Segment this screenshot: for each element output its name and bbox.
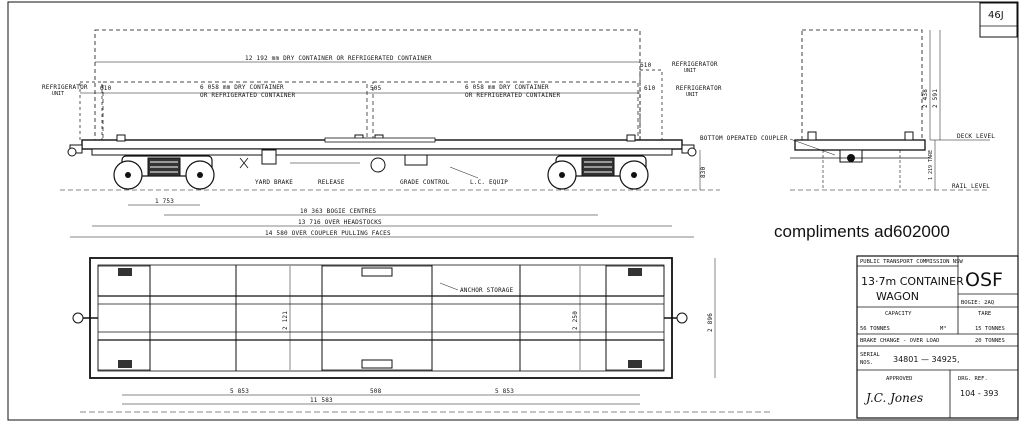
overall-container-label: 12 192 mm DRY CONTAINER OR REFRIGERATED … (245, 55, 432, 62)
dim-2896: 2 896 (707, 313, 714, 332)
title-block: PUBLIC TRANSPORT COMMISSION NSW 13·7m CO… (856, 255, 1019, 419)
bogie-right (547, 155, 649, 190)
dwg-ref-label: DRG. REF. (958, 376, 988, 382)
credit-text: compliments ad602000 (774, 222, 950, 241)
over-coupler-dim: 14 580 OVER COUPLER PULLING FACES (265, 230, 391, 237)
bogie-centres-dim: 10 363 BOGIE CENTRES (300, 208, 376, 215)
serial-value: 34801 — 34925, (893, 355, 960, 364)
serial-label-2: NOS. (860, 360, 873, 366)
dim-505: 505 (370, 85, 382, 92)
approved-signature: J.C. Jones (863, 391, 923, 405)
dim-5853-right: 5 853 (495, 388, 514, 395)
serial-label: SERIAL (860, 352, 881, 358)
svg-text:UNIT: UNIT (684, 68, 696, 74)
refrigerator-unit-right: REFRIGERATOR (676, 85, 722, 92)
release-label: RELEASE (318, 179, 345, 186)
dim-5853-left: 5 853 (230, 388, 249, 395)
rail-level-label: RAIL LEVEL (952, 183, 990, 190)
tare-label: TARE (978, 311, 991, 317)
tare-value: 15 TONNES (975, 326, 1005, 332)
left-container-label: 6 058 mm DRY CONTAINER (200, 84, 284, 91)
bottom-operated-coupler-label: BOTTOM OPERATED COUPLER (700, 135, 788, 142)
title-line-2: WAGON (876, 290, 919, 303)
dim-2591: 2 591 (932, 89, 939, 108)
deck-level-label: DECK LEVEL (957, 133, 995, 140)
wagon-code: OSF (965, 269, 1003, 291)
lc-equip-label: L.C. EQUIP (470, 179, 508, 186)
dim-610-right: 610 (644, 85, 656, 92)
dim-1219: 1 219 TARE (928, 150, 934, 180)
dim-610-left: 610 (100, 85, 112, 92)
svg-text:UNIT: UNIT (686, 92, 698, 98)
dim-830: 830 (700, 166, 707, 178)
dim-610-top-right: 610 (640, 62, 652, 69)
end-view: 2 438 2 591 1 219 TARE DECK LEVEL RAIL L… (700, 29, 995, 191)
dim-2121: 2 121 (282, 311, 289, 330)
sheet-number: 46J (988, 10, 1004, 21)
brake-change-value: 20 TONNES (975, 338, 1005, 344)
right-container-sub: OR REFRIGERATED CONTAINER (465, 92, 560, 99)
side-view: 12 192 mm DRY CONTAINER OR REFRIGERATED … (42, 29, 722, 238)
grade-control-label: GRADE CONTROL (400, 179, 450, 186)
plan-frame (89, 257, 673, 379)
dim-2250: 2 250 (572, 311, 579, 330)
authority-label: PUBLIC TRANSPORT COMMISSION NSW (860, 259, 963, 265)
refrigerator-unit-left: REFRIGERATOR (42, 84, 88, 91)
approved-label: APPROVED (886, 376, 913, 382)
brake-change-label: BRAKE CHANGE - OVER LOAD (860, 338, 939, 344)
capacity-label: CAPACITY (885, 311, 912, 317)
dwg-ref-value: 104 - 393 (960, 389, 999, 398)
dim-2438: 2 438 (922, 89, 929, 108)
bogie-left (113, 155, 215, 190)
end-container-outline (801, 29, 923, 141)
left-container-sub: OR REFRIGERATED CONTAINER (200, 92, 295, 99)
capacity-value: 56 TONNES (860, 326, 890, 332)
anchor-storage-label: ANCHOR STORAGE (460, 287, 514, 294)
refrigerator-unit-right-top: REFRIGERATOR (672, 61, 718, 68)
bogie-label: BOGIE: 2AQ (961, 300, 994, 306)
dim-508: 508 (370, 388, 382, 395)
dim-1753: 1 753 (155, 198, 174, 205)
over-headstocks-dim: 13 716 OVER HEADSTOCKS (298, 219, 382, 226)
sheet-number-box (979, 2, 1018, 38)
svg-text:UNIT: UNIT (52, 91, 64, 97)
sheet-border (7, 1, 1019, 421)
capacity-unit: M³ (940, 325, 947, 332)
right-container-label: 6 058 mm DRY CONTAINER (465, 84, 549, 91)
dim-11583: 11 583 (310, 397, 333, 404)
container-40ft-outline (94, 29, 641, 141)
plan-view: ANCHOR STORAGE 2 121 2 250 2 896 5 853 5… (72, 257, 770, 413)
yard-brake-label: YARD BRAKE (255, 179, 293, 186)
title-line-1: 13·7m CONTAINER (861, 275, 964, 288)
